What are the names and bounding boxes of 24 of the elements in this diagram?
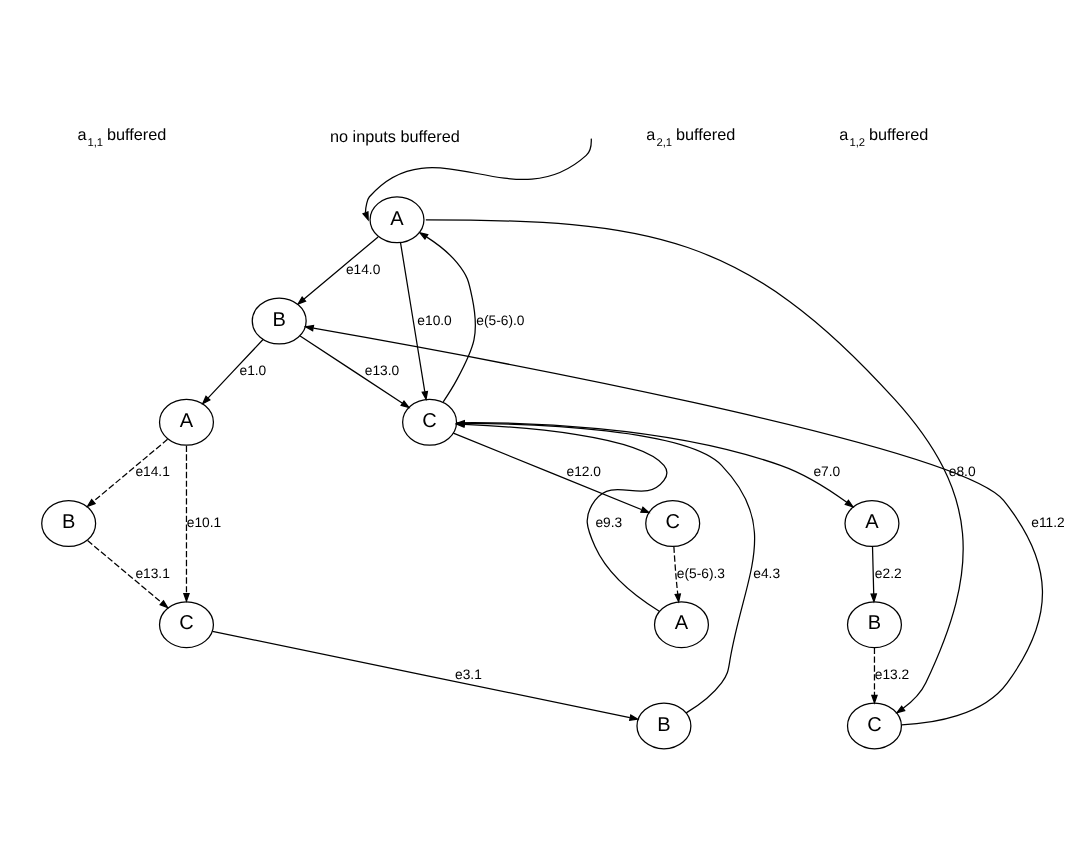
arrow [452, 432, 651, 514]
node-ellipse: B [846, 601, 903, 649]
node-ellipse: A [158, 398, 215, 446]
arrow [303, 324, 1044, 726]
node-ellipse: C [846, 702, 903, 750]
arrow [673, 546, 682, 604]
arrow [299, 335, 411, 409]
arrow [201, 338, 264, 406]
node-ellipse: C [645, 499, 701, 547]
node-ellipse: A [653, 601, 710, 649]
arrow [296, 236, 379, 306]
arrow [362, 138, 592, 222]
arrow [399, 242, 429, 402]
arrow [86, 539, 170, 609]
node-ellipse: A [369, 196, 425, 244]
arrow [870, 546, 878, 604]
node-ellipse: B [636, 702, 692, 750]
arrow [86, 438, 169, 508]
arrow [211, 630, 640, 721]
arrow [456, 422, 855, 508]
arrow [418, 231, 477, 403]
arrow [870, 647, 878, 705]
arrow [425, 219, 964, 714]
arrow [182, 445, 190, 604]
